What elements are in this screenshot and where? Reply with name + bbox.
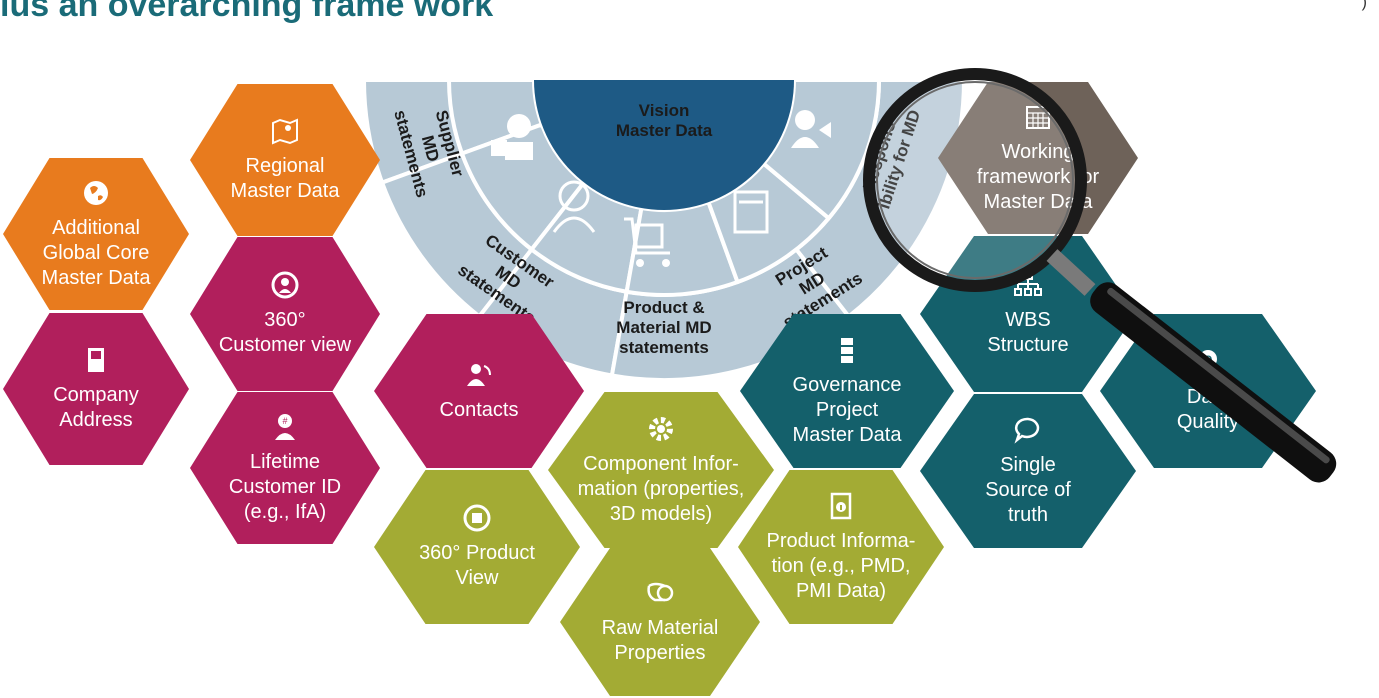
roll-icon [647, 582, 674, 602]
door-icon [88, 348, 104, 372]
hex-label: Governance Project Master Data [792, 373, 902, 446]
customer-icon [552, 180, 596, 233]
hex-label: Regional Master Data [230, 155, 340, 202]
rotate-box-icon [463, 504, 491, 532]
hex-label: Lifetime Customer ID (e.g., IfA) [228, 450, 342, 523]
map-icon [272, 118, 298, 145]
vision-core [534, 80, 794, 210]
hex-label: Company Address [53, 384, 139, 431]
hex-label: Component Infor- mation (properties, 3D … [577, 452, 745, 525]
hex-company-address: Company Address [3, 313, 189, 465]
database-icon [841, 337, 853, 363]
cart-icon [624, 217, 670, 267]
hex-label: Additional Global Core Master Data [41, 216, 151, 289]
rotate-person-icon [271, 271, 299, 299]
corner-mark: ) [1361, 0, 1367, 11]
gear-icon [649, 416, 673, 441]
hex-label: Raw Material Properties [601, 617, 719, 664]
hex-label: WBS Structure [987, 309, 1069, 356]
globe-icon [84, 180, 108, 205]
svg-text:#: # [282, 416, 287, 426]
supplier-icon [491, 114, 533, 160]
hex-label: Product Informa- tion (e.g., PMD, PMI Da… [766, 529, 916, 602]
hex-component-information: Component Infor- mation (properties, 3D … [548, 392, 774, 548]
info-doc-icon [830, 492, 852, 519]
responsibility-person-icon [791, 110, 831, 148]
hex-label: Single Source of truth [985, 453, 1071, 526]
hex-label: Contacts [439, 398, 519, 421]
hex-governance-project-master-data: Governance Project Master Data [740, 314, 954, 468]
speech-bubble-icon [1014, 417, 1040, 444]
id-person-icon: # [275, 413, 295, 440]
segment-icons [491, 110, 831, 267]
hex-label: 360° Product View [419, 542, 535, 589]
document-icon [733, 190, 769, 234]
hex-label: 360° Customer view [218, 309, 352, 356]
page-title: lus an overarching frame work [0, 0, 494, 24]
contacts-icon [467, 363, 491, 386]
